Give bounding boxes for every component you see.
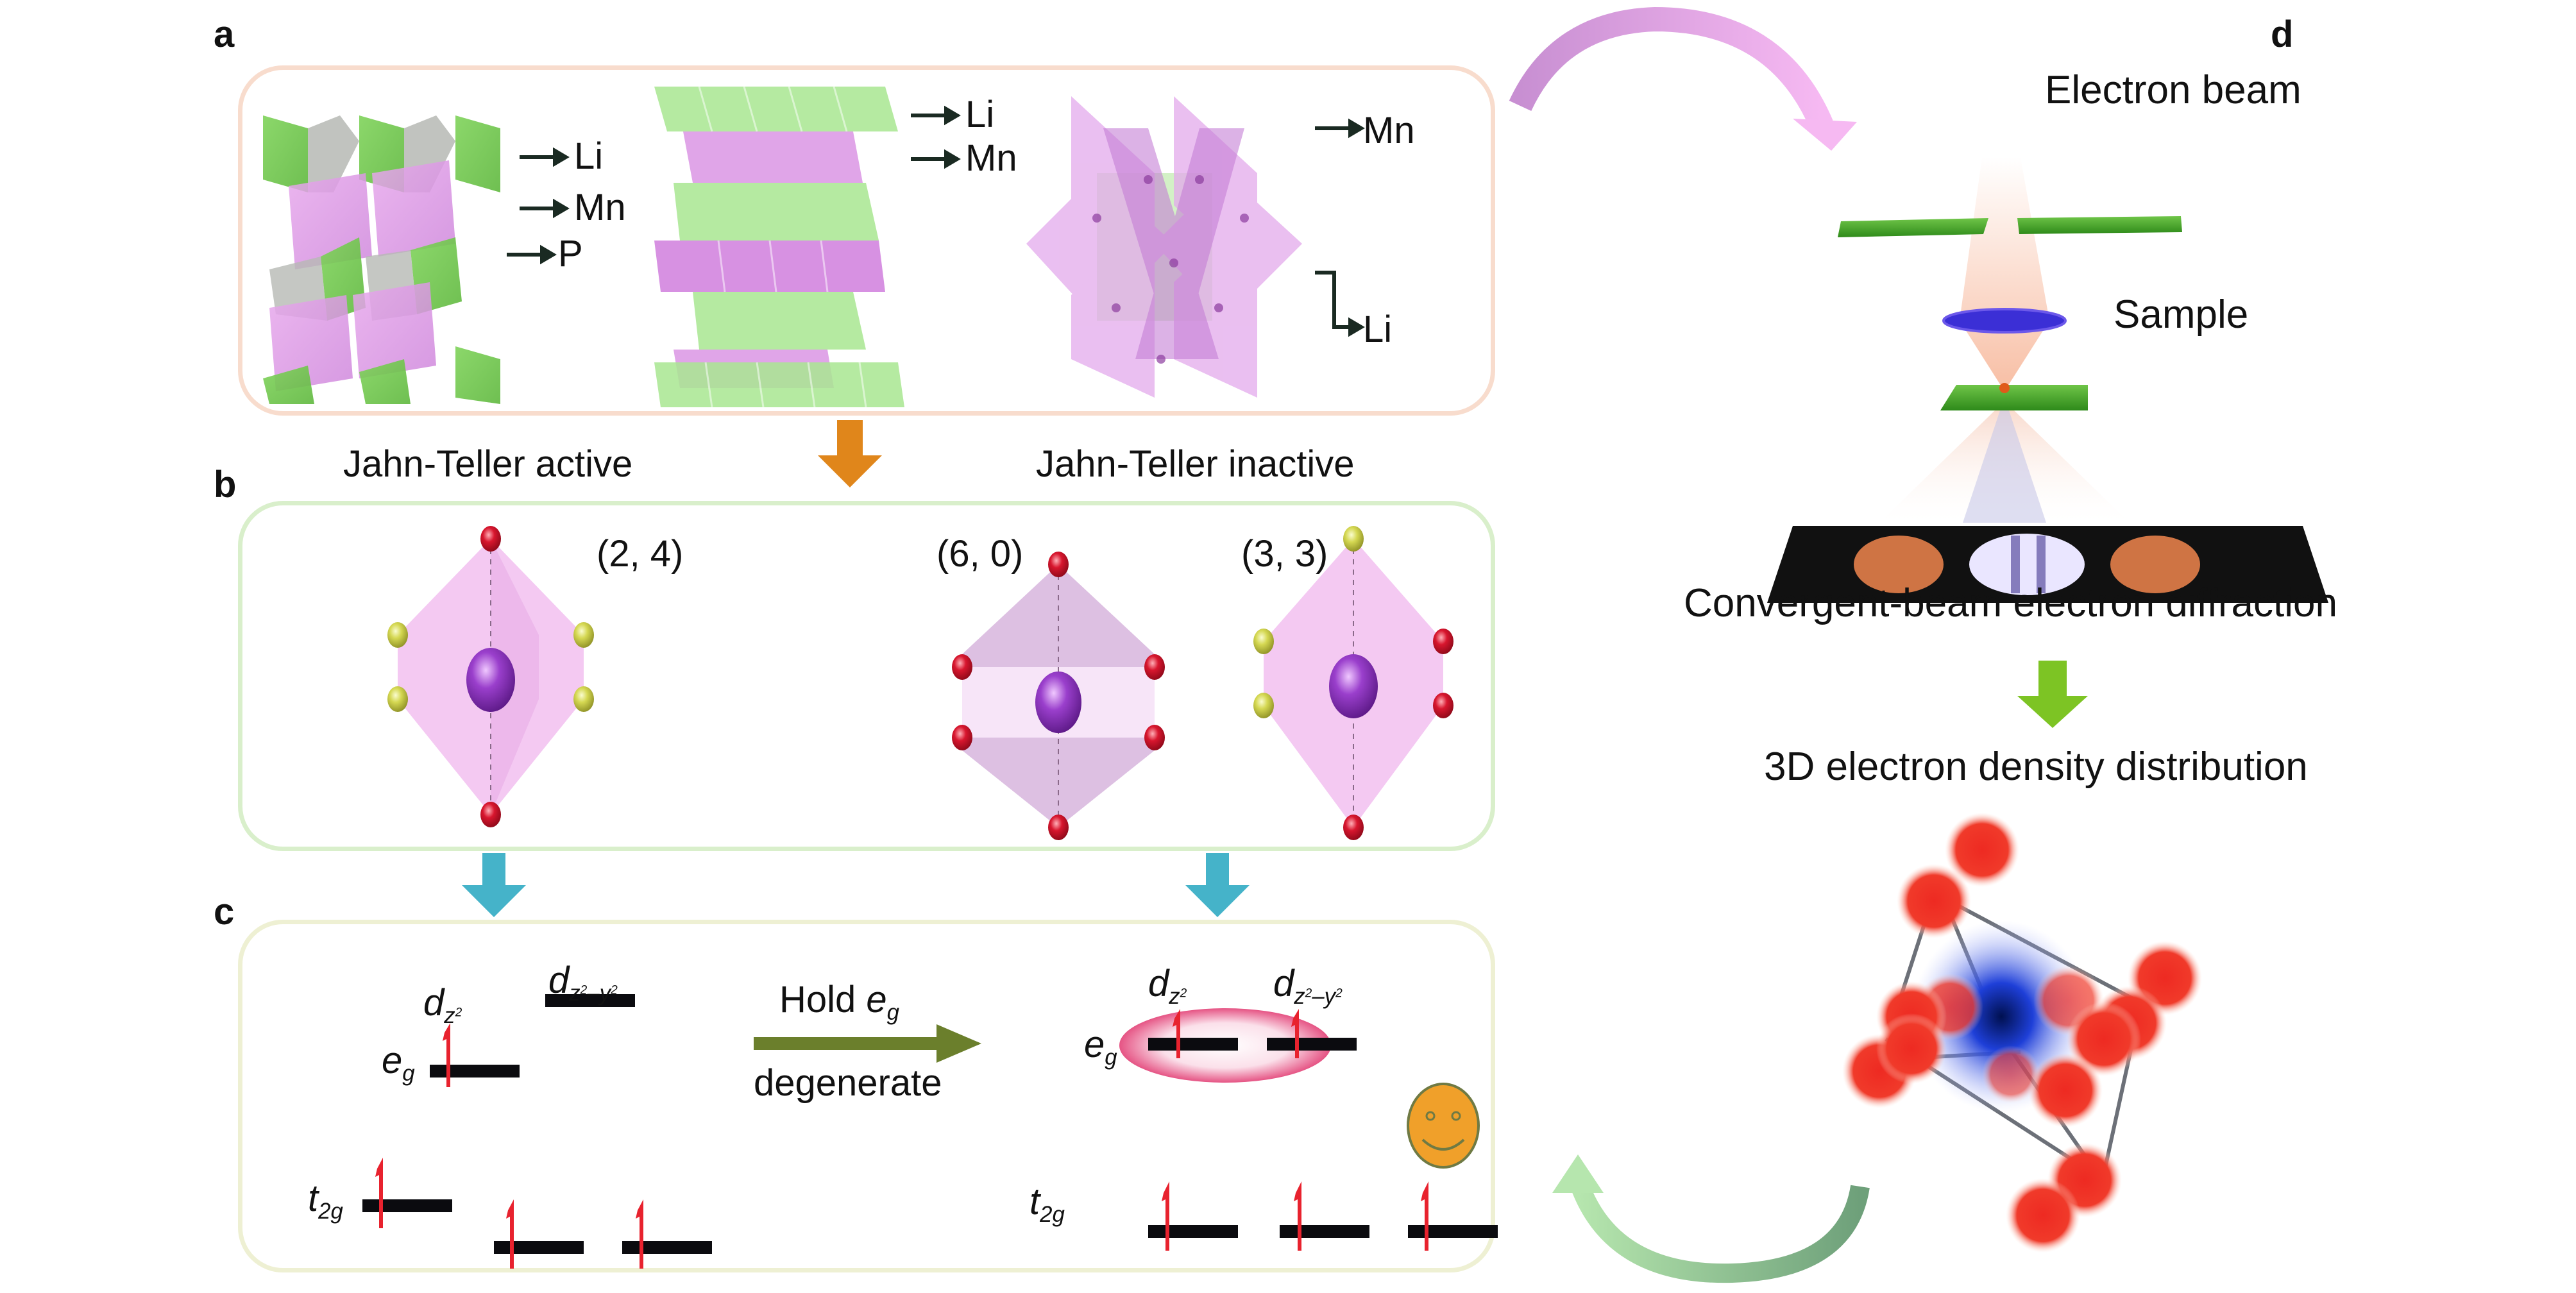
detector-plate [1940,385,2088,410]
config-3-3: (3, 3) [1241,533,1328,575]
right-energy-diagram [1119,1008,1498,1251]
green-curved-arrow [1552,1154,1870,1283]
panel-b-box [238,501,1495,851]
olivine-mn-row-1 [289,160,455,269]
octahedron-3-3 [1253,526,1453,840]
spin-up-arrows [375,1023,643,1269]
config-6-0: (6, 0) [936,533,1024,575]
o-atom [480,802,501,827]
f-atom [387,686,408,712]
layered-label-li: Li [965,94,995,135]
panel-label-b: b [214,464,237,505]
f-atom [387,622,408,648]
pink-curved-arrow [1509,6,1857,151]
left-eg-label: eg [382,1040,415,1086]
jt-active-heading: Jahn-Teller active [343,443,633,485]
microscope-schematic [1767,157,2328,603]
sample-disc [1942,308,2067,334]
electron-beam-cone [1960,157,2049,391]
olivine-mn-row-2 [269,282,436,391]
layered-arrows [911,105,961,169]
layered-li-1 [654,87,898,131]
olivine-structure [263,115,500,404]
right-dx2y2-label: dz2–y2 [1273,963,1343,1010]
config-2-4: (2, 4) [597,533,684,575]
layered-mn-1 [683,131,863,183]
left-t2g-label: t2g [308,1178,343,1224]
spinel-label-li: Li [1363,308,1393,350]
orange-down-arrow [818,420,882,487]
olivine-row-3 [263,346,500,404]
aperture-plate-left [1838,218,1988,237]
right-t2g-label: t2g [1030,1181,1065,1228]
panel-c-box [238,920,1495,1272]
octahedron-2-4 [387,526,594,827]
layered-li-3 [693,292,866,350]
left-dz2-label: dz2 [423,982,462,1029]
cbed-label: Convergent-beam electron diffraction [1684,581,2337,625]
aperture-plate-right [2017,216,2182,234]
o-density-spheres [1842,813,2202,1253]
layered-label-mn: Mn [965,137,1017,179]
olive-right-arrow [754,1024,981,1063]
teal-down-arrow-right [1185,853,1250,917]
octahedron-6-0 [952,552,1165,840]
panel-label-d: d [2271,13,2294,55]
density-label: 3D electron density distribution [1764,745,2308,789]
panel-a-box [238,65,1495,416]
olivine-row-1 [263,115,500,192]
right-dz2-label: dz2 [1148,963,1187,1010]
electron-beam-label: Electron beam [2045,68,2301,112]
spinel-arrows [1315,118,1365,337]
layered-structure [654,86,904,408]
olivine-label-mn: Mn [574,187,626,228]
left-energy-diagram [362,994,712,1269]
jt-inactive-heading: Jahn-Teller inactive [1036,443,1355,485]
spinel-label-mn: Mn [1363,110,1415,151]
f-atom [573,686,594,712]
sample-label: Sample [2114,292,2249,337]
left-dx2y2-label: dz2–y2 [548,959,618,1006]
teal-down-arrow-left [462,853,526,917]
degenerate-label: degenerate [754,1062,942,1104]
panel-label-a: a [214,13,235,55]
spinel-structure [1026,96,1302,398]
electron-density-cluster [1842,813,2202,1253]
green-down-arrow [2017,661,2088,728]
layered-li-2 [674,183,879,241]
right-eg-label: eg [1084,1024,1117,1070]
smiley-face-icon [1407,1083,1480,1169]
olivine-label-li: Li [574,135,604,177]
panel-label-c: c [214,891,235,933]
olivine-label-p: P [558,233,583,275]
o-atom [480,526,501,552]
layered-li-4 [654,362,904,407]
f-atom [573,622,594,648]
hold-eg-label: Hold eg [779,979,900,1026]
layered-mn-2 [654,241,885,292]
olivine-arrows [507,147,570,265]
